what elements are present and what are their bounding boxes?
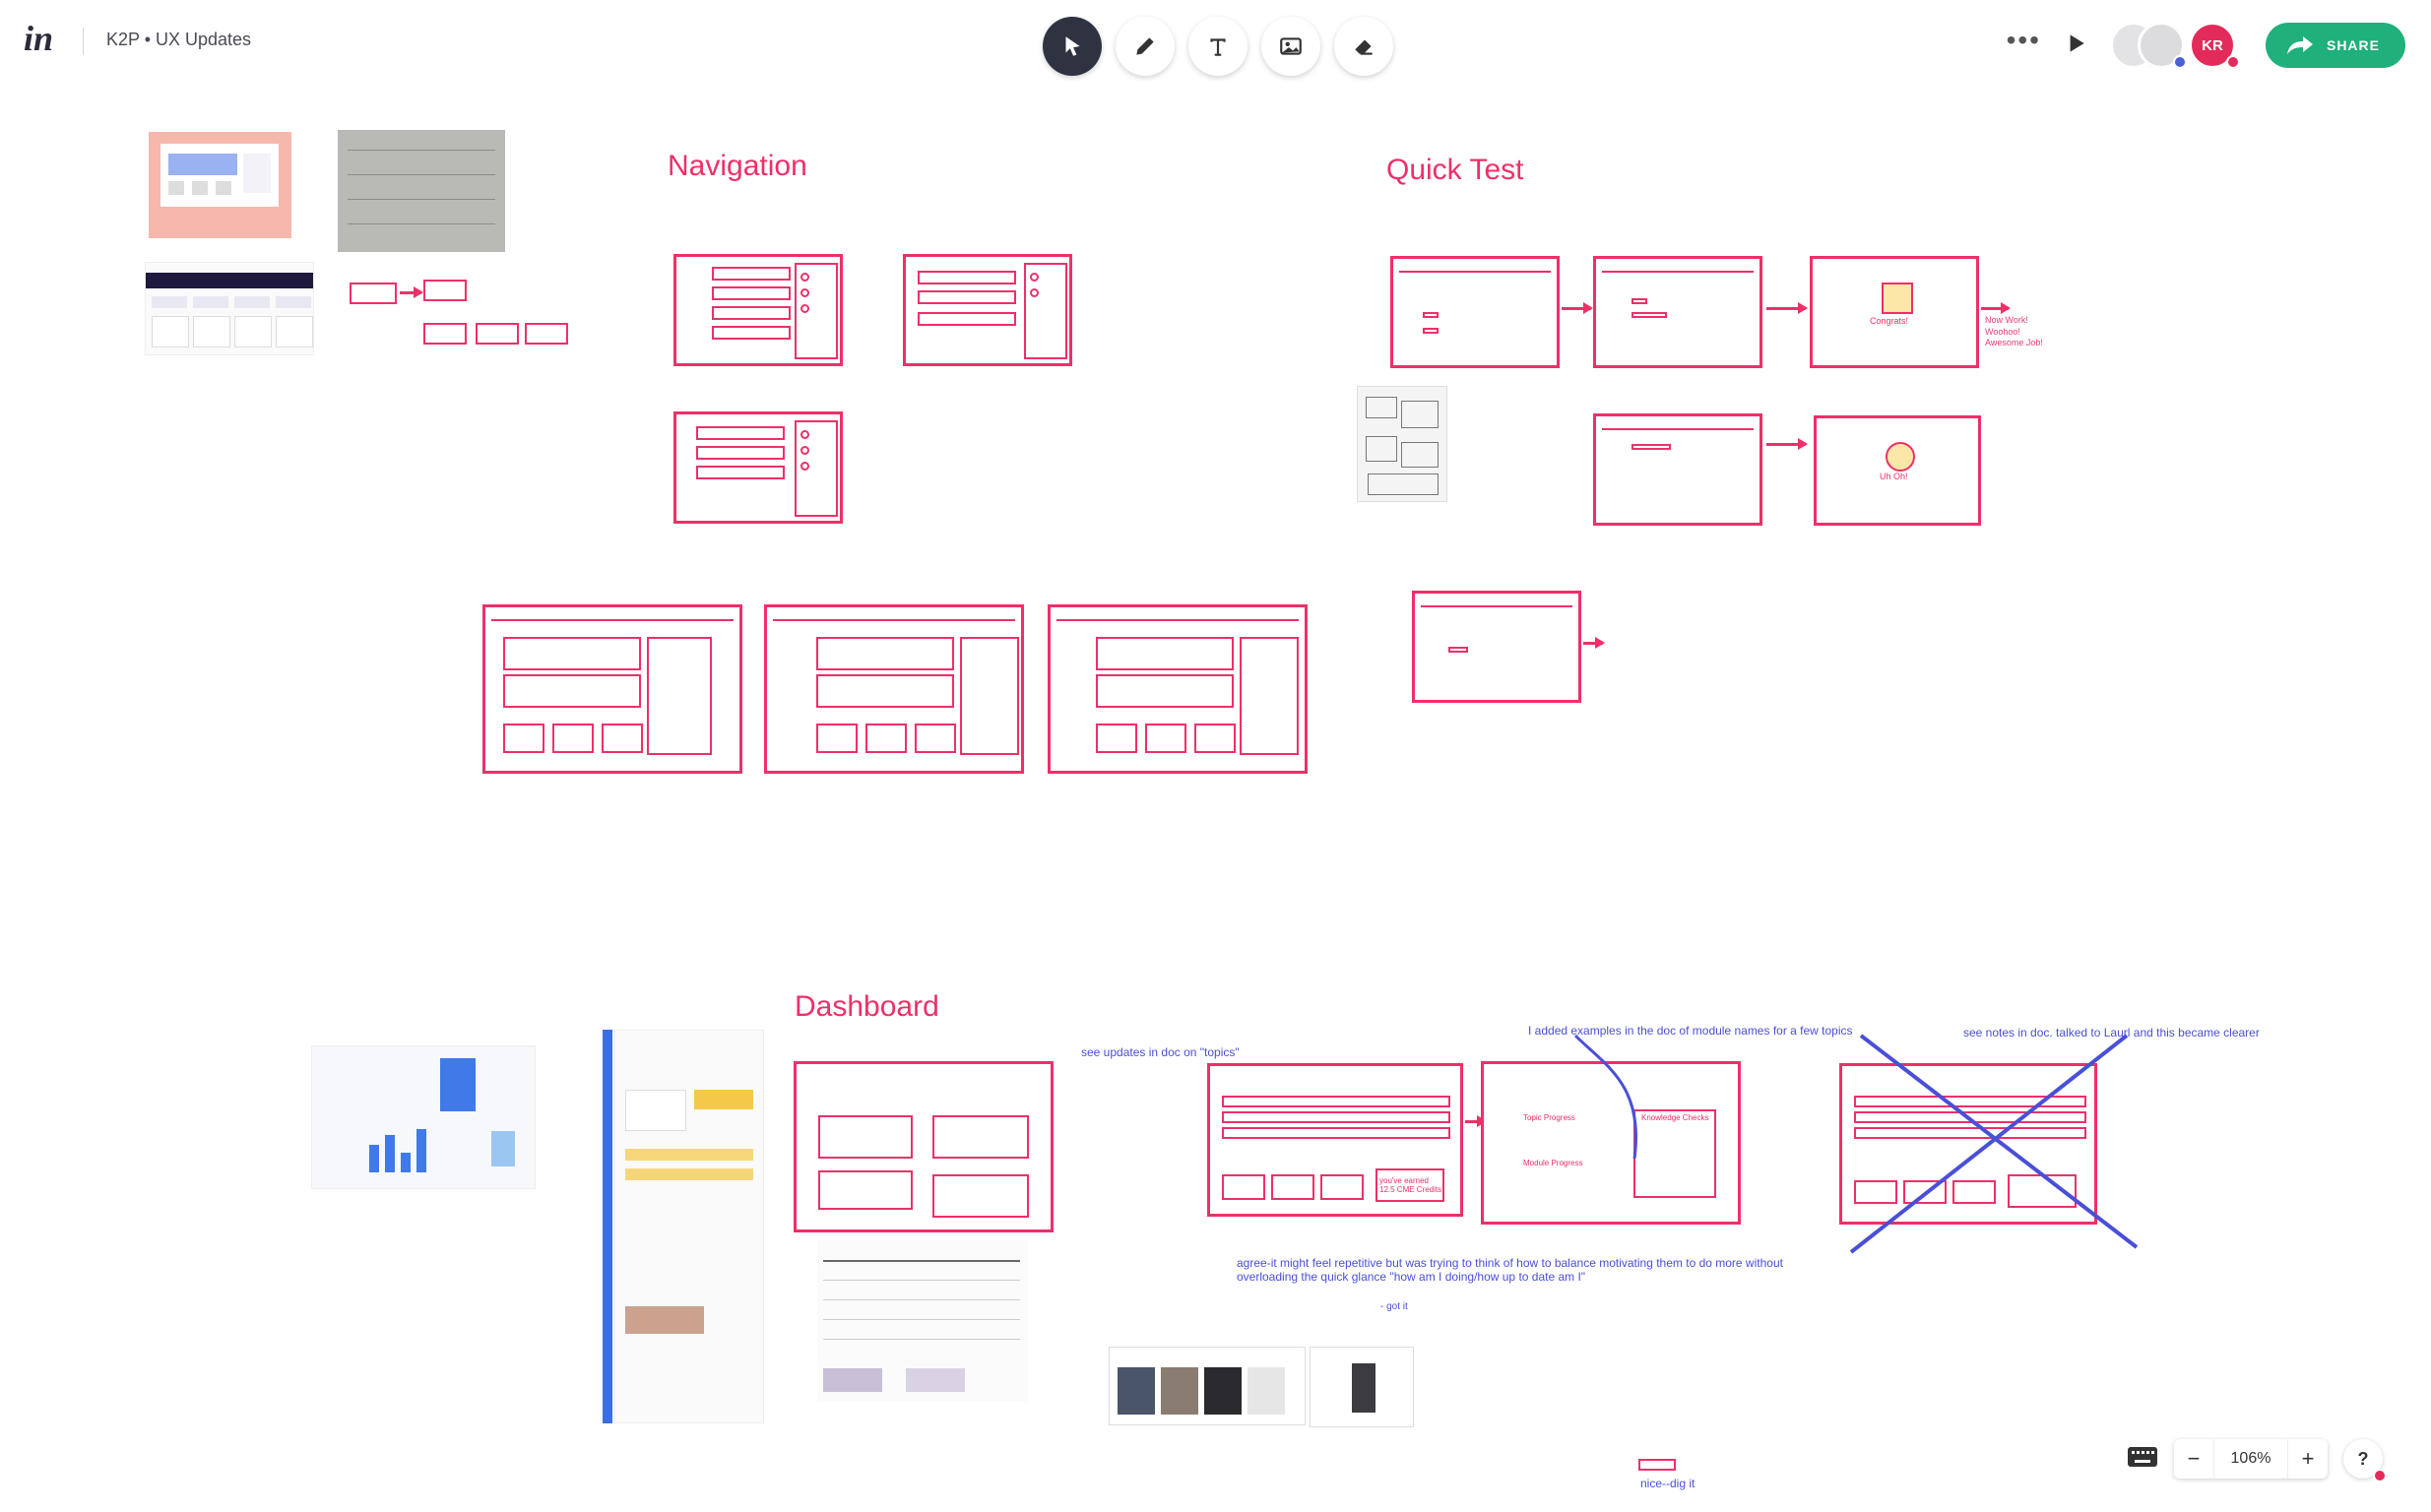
analytics-reference-screenshot[interactable]	[311, 1045, 536, 1189]
wireframe-frame[interactable]	[673, 411, 843, 524]
mini-wireframe-row[interactable]	[1638, 1459, 1676, 1471]
canvas-controls: − 106% + ?	[2127, 1429, 2387, 1488]
whiteboard-photo[interactable]	[338, 130, 505, 252]
text-tool-button[interactable]	[1188, 17, 1247, 76]
section-title-dashboard: Dashboard	[795, 990, 939, 1023]
zoom-in-button[interactable]: +	[2301, 1446, 2315, 1471]
flow-arrow	[400, 286, 423, 298]
wireframe-frame[interactable]	[903, 254, 1072, 366]
pen-tool-button[interactable]	[1116, 17, 1175, 76]
play-icon	[2070, 33, 2084, 52]
present-button[interactable]	[2063, 31, 2088, 61]
flow-box[interactable]	[350, 283, 397, 304]
flow-arrow	[1981, 302, 2011, 314]
quiz-screen-frame[interactable]	[1593, 256, 1762, 368]
flow-arrow	[1766, 302, 1808, 314]
section-title-navigation: Navigation	[668, 150, 807, 182]
congrats-label: Congrats!	[1870, 316, 1909, 326]
cursor-icon	[1065, 36, 1080, 56]
reference-table-screenshot[interactable]	[817, 1240, 1028, 1402]
keyboard-icon	[2128, 1446, 2157, 1467]
sketch-photo[interactable]	[1357, 386, 1447, 502]
online-indicator	[2172, 55, 2187, 69]
annotation-added-examples: I added examples in the doc of module na…	[1528, 1024, 1853, 1038]
topic-progress-label: Topic Progress	[1523, 1113, 1575, 1122]
pen-icon	[1136, 37, 1154, 55]
keyboard-shortcuts-button[interactable]	[2127, 1446, 2158, 1473]
reference-sidebar-strip	[603, 1030, 612, 1423]
knowledge-checks-label: Knowledge Checks	[1641, 1113, 1709, 1122]
share-button[interactable]: SHARE	[2265, 23, 2405, 68]
reference-dashboard-screenshot[interactable]	[145, 262, 314, 355]
collaborator-avatars: KR	[2109, 20, 2244, 71]
notification-dot	[2373, 1469, 2387, 1482]
flow-box[interactable]	[423, 280, 467, 301]
share-arrow-icon	[2286, 36, 2313, 54]
uh-oh-label: Uh Oh!	[1880, 472, 1908, 481]
cross-out-strokes	[1849, 1034, 2139, 1254]
share-label: SHARE	[2326, 37, 2380, 53]
annotation-see-updates: see updates in doc on "topics"	[1081, 1045, 1240, 1059]
drawing-toolbar	[1043, 17, 1393, 78]
select-tool-button[interactable]	[1043, 17, 1102, 76]
top-bar: in K2P • UX Updates ••• KR	[0, 0, 2431, 89]
annotation-see-notes: see notes in doc. talked to Laurl and th…	[1963, 1026, 2260, 1040]
flow-arrow	[1583, 637, 1605, 649]
invision-logo[interactable]: in	[24, 19, 54, 58]
reference-screenshot[interactable]	[149, 132, 291, 238]
help-button[interactable]: ?	[2343, 1439, 2387, 1482]
quiz-screen-frame[interactable]	[1412, 591, 1581, 703]
annotation-overloading: overloading the quick glance "how am I d…	[1237, 1270, 1586, 1284]
dashboard-wireframe[interactable]	[794, 1061, 1054, 1232]
flow-arrow	[1766, 438, 1808, 450]
image-tool-button[interactable]	[1261, 17, 1320, 76]
product-reference-screenshot[interactable]	[1109, 1347, 1306, 1425]
zoom-out-button[interactable]: −	[2187, 1446, 2201, 1471]
image-icon	[1280, 37, 1302, 55]
title-divider	[83, 28, 84, 55]
curve-stroke	[1573, 1034, 1637, 1160]
flow-box[interactable]	[476, 323, 519, 345]
header-actions: ••• KR SHARE	[2007, 20, 2405, 71]
zoom-control: − 106% +	[2174, 1439, 2328, 1479]
eraser-tool-button[interactable]	[1334, 17, 1393, 76]
text-icon	[1210, 38, 1226, 56]
wireframe-frame[interactable]	[482, 604, 742, 774]
board-title[interactable]: K2P • UX Updates	[106, 30, 252, 49]
quiz-screen-frame[interactable]	[1593, 413, 1762, 526]
section-title-quick-test: Quick Test	[1386, 154, 1524, 186]
dress-reference-screenshot[interactable]	[1310, 1347, 1414, 1427]
flow-arrow	[1562, 302, 1593, 314]
crossed-out-wireframe[interactable]	[1839, 1063, 2097, 1225]
annotation-nice-dig: nice--dig it	[1640, 1477, 1695, 1490]
mobile-dashboard-reference[interactable]	[614, 1030, 764, 1423]
more-options-button[interactable]: •••	[2006, 25, 2041, 55]
topic-list-wireframe[interactable]: you've earned 12.5 CME Credits	[1207, 1063, 1463, 1217]
online-indicator	[2225, 55, 2240, 69]
quiz-screen-frame[interactable]	[1390, 256, 1560, 368]
zoom-level[interactable]: 106%	[2213, 1439, 2288, 1479]
credits-label: you've earned 12.5 CME Credits	[1379, 1176, 1442, 1194]
annotation-got-it: - got it	[1380, 1301, 1408, 1312]
result-note: Now Work! Woohoo! Awesome Job!	[1985, 315, 2043, 348]
quiz-fail-frame[interactable]: Uh Oh!	[1814, 415, 1981, 526]
topic-detail-wireframe[interactable]: Topic Progress Knowledge Checks Module P…	[1481, 1061, 1741, 1225]
wireframe-frame[interactable]	[1048, 604, 1308, 774]
avatar[interactable]: KR	[2188, 22, 2236, 69]
flow-box[interactable]	[423, 323, 467, 345]
module-progress-label: Module Progress	[1523, 1159, 1583, 1167]
wireframe-frame[interactable]	[673, 254, 843, 366]
help-icon: ?	[2357, 1448, 2369, 1469]
quiz-result-frame[interactable]: Congrats!	[1810, 256, 1979, 368]
flow-box[interactable]	[525, 323, 568, 345]
board-canvas[interactable]: Navigation	[0, 89, 2431, 1512]
wireframe-frame[interactable]	[764, 604, 1024, 774]
annotation-agree: agree-it might feel repetitive but was t…	[1237, 1256, 1783, 1270]
eraser-icon	[1355, 39, 1373, 55]
